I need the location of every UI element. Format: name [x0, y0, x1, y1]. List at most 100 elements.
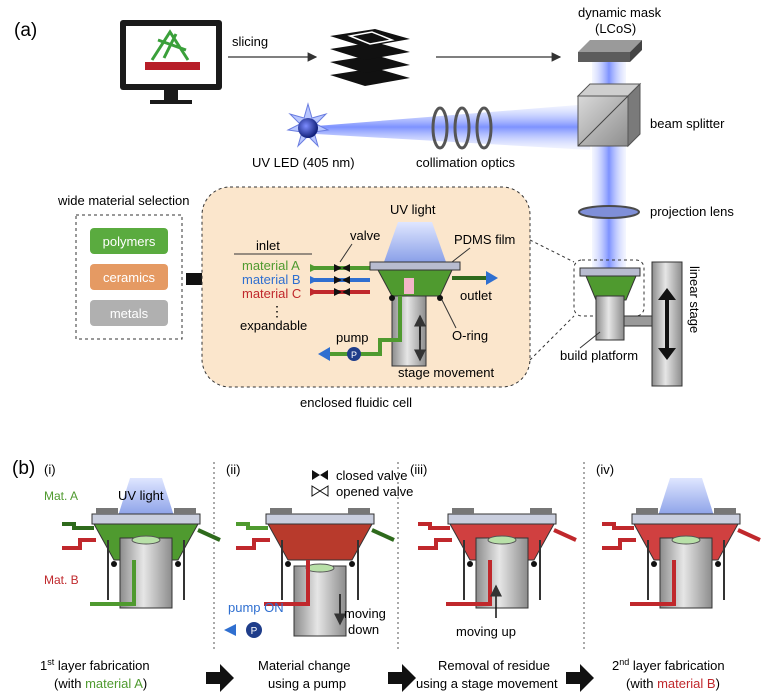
build-platform — [475, 537, 529, 609]
stage-4-diagram — [602, 478, 761, 609]
moving-down-2: down — [348, 622, 379, 637]
clamp-left — [636, 508, 658, 514]
platform-top — [487, 535, 517, 545]
beam-splitter-label: beam splitter — [650, 116, 725, 131]
clamp-right — [714, 508, 736, 514]
inlet-line-b — [602, 538, 636, 550]
stage-2-diagram: P — [224, 508, 395, 638]
o-ring — [467, 561, 473, 567]
valve-pointer — [339, 243, 353, 263]
material-chip-ceramics — [90, 264, 168, 290]
pdms-film — [447, 513, 557, 525]
o-ring — [175, 561, 181, 567]
o-ring — [531, 561, 537, 567]
pump-line — [630, 560, 676, 606]
platform-top — [131, 535, 161, 545]
moving-down-1: moving — [344, 606, 386, 621]
uv-light-label-b: UV light — [118, 488, 164, 503]
mask-label-1: dynamic mask — [578, 5, 662, 20]
mat-b-label-b: Mat. B — [44, 573, 79, 587]
clamp-right — [174, 508, 196, 514]
pump-line — [264, 560, 310, 606]
inlet-label: inlet — [256, 238, 280, 253]
material-chip-label: ceramics — [103, 270, 156, 285]
build-platform — [119, 537, 173, 609]
moving-up-label: moving up — [456, 624, 516, 639]
pdms-pointer — [451, 247, 471, 263]
outlet-label: outlet — [460, 288, 492, 303]
caption-1-line-1: 1st layer fabrication — [40, 657, 150, 673]
uv-led-icon — [286, 102, 330, 148]
oring-label: O-ring — [452, 328, 488, 343]
expandable-label: expandable — [240, 318, 307, 333]
mat-b-label: material B — [242, 272, 301, 287]
o-ring — [111, 561, 117, 567]
caption-2-line-2: using a pump — [268, 676, 346, 691]
material-chip-polymers — [90, 228, 168, 254]
oring-pointer — [441, 299, 457, 329]
uv-cone — [118, 478, 174, 516]
pump-on-label: pump ON — [228, 600, 284, 615]
monitor-icon — [120, 20, 222, 104]
build-platform-pointer — [579, 331, 601, 349]
material-box — [75, 214, 183, 340]
linear-stage-label: linear stage — [687, 266, 702, 333]
stage-1-diagram — [62, 478, 221, 609]
sub-label-4: (iv) — [596, 462, 614, 477]
build-platform-label: build platform — [560, 348, 638, 363]
beam-splitter-icon — [576, 82, 642, 148]
pump-glyph-b: P — [251, 626, 258, 637]
sub-label-3: (iii) — [410, 462, 427, 477]
build-platform — [293, 565, 347, 637]
caption-1-line-2: (with material A) — [54, 676, 147, 691]
sub-label-2: (ii) — [226, 462, 240, 477]
outlet-line — [371, 528, 395, 542]
inlet-line-a — [602, 522, 634, 530]
slicing-label: slicing — [232, 34, 268, 49]
caption-arrows — [206, 664, 594, 692]
o-ring — [715, 561, 721, 567]
pump-line — [90, 560, 136, 606]
uv-led-label: UV LED (405 nm) — [252, 155, 355, 170]
lcos-mask-icon — [578, 40, 642, 62]
clamp-left — [270, 508, 292, 514]
material-chip-metals — [90, 300, 168, 326]
caption-2-line-1: Material change — [258, 658, 351, 673]
ellipsis-label: ⋮ — [270, 303, 284, 319]
fluidic-cell-diagram: P — [310, 222, 498, 367]
mat-a-label: material A — [242, 258, 300, 273]
projection-lens-icon — [578, 205, 640, 219]
inlet-line-b — [62, 538, 96, 550]
clamp-left — [96, 508, 118, 514]
outlet-line — [553, 528, 577, 542]
outlet-line — [737, 528, 761, 542]
panel-b-dividers — [213, 462, 585, 650]
wide-selection-label: wide material selection — [57, 193, 190, 208]
build-platform — [659, 537, 713, 609]
inlet-line-a — [236, 522, 268, 530]
stage-3-diagram — [418, 508, 577, 618]
chamber — [267, 523, 373, 561]
opened-valve-label: opened valve — [336, 484, 413, 499]
outlet-line — [197, 528, 221, 542]
inlet-line-b — [236, 538, 270, 550]
inlet-line-a — [418, 522, 450, 530]
collimation-optics-icon — [431, 106, 493, 150]
pdms-label: PDMS film — [454, 232, 515, 247]
caption-4-line-1: 2nd layer fabrication — [612, 657, 725, 673]
projection-lens-label: projection lens — [650, 204, 734, 219]
pdms-film — [631, 513, 741, 525]
pump-glyph-a: P — [351, 350, 357, 360]
panel-a-label: (a) — [14, 20, 37, 41]
inlet-line-b — [418, 538, 452, 550]
o-ring — [349, 561, 355, 567]
clamp-right — [530, 508, 552, 514]
caption-3-line-1: Removal of residue — [438, 658, 550, 673]
platform-top — [305, 563, 335, 573]
inlet-line-a — [62, 522, 94, 530]
uv-cone — [658, 478, 714, 516]
fluidic-cell-bg — [201, 186, 531, 388]
valve-label: valve — [350, 228, 380, 243]
